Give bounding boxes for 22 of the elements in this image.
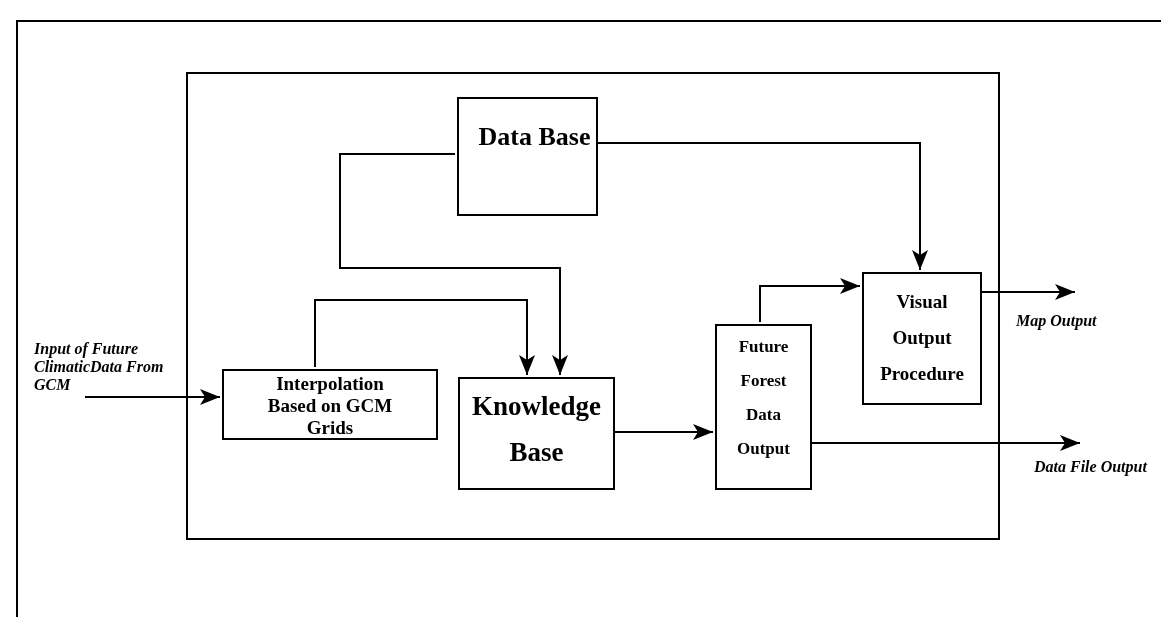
arrow xyxy=(809,435,1081,451)
process-box xyxy=(222,369,438,440)
process-box xyxy=(458,377,615,490)
edge-label: Input of Future ClimaticData From GCM xyxy=(34,340,165,394)
arrow xyxy=(759,278,861,323)
arrow xyxy=(84,389,221,405)
arrow xyxy=(595,142,928,271)
arrow xyxy=(979,284,1076,300)
process-box xyxy=(457,97,598,216)
process-box xyxy=(715,324,812,490)
edge-label: Map Output xyxy=(1016,312,1098,330)
box-label: Knowledge Base xyxy=(471,390,602,469)
arrow xyxy=(612,424,714,440)
arrow xyxy=(339,153,568,376)
box-label: Interpolation Based on GCM Grids xyxy=(266,373,394,439)
box-label: Visual Output Procedure xyxy=(880,290,964,386)
box-label: Future Forest Data Output xyxy=(736,336,791,460)
box-label: Data Base xyxy=(478,121,591,153)
arrow xyxy=(314,299,535,376)
edge-label: Data File Output xyxy=(1034,458,1149,476)
process-box xyxy=(862,272,982,405)
container-box xyxy=(186,72,1000,540)
